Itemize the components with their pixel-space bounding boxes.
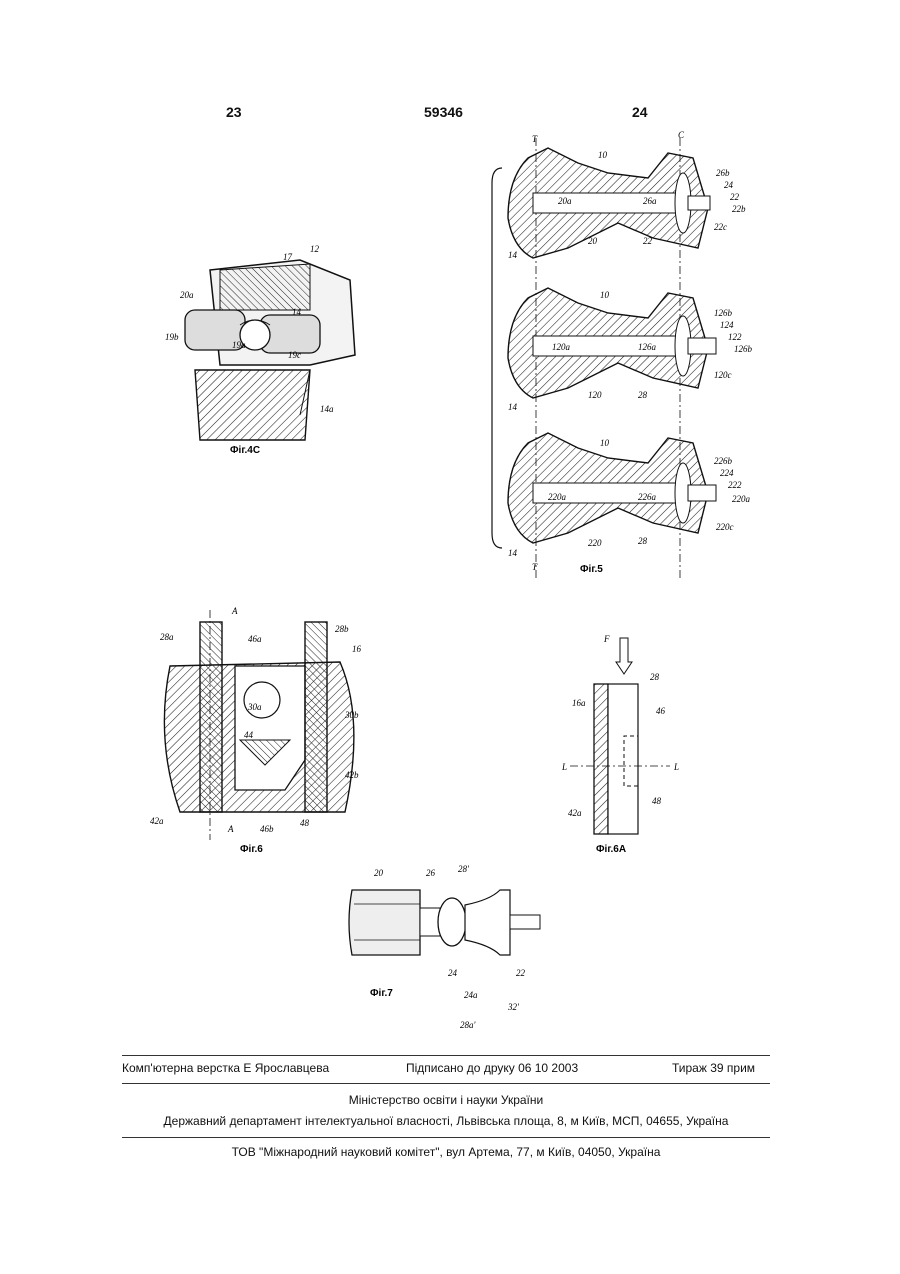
footer-rule-middle (122, 1083, 770, 1084)
fig7-label: 26 (426, 868, 436, 878)
figure-5: T C 10 26b 24 22 22b 22c 26a 20a 20 22 1… (488, 128, 778, 588)
fig5-label: 28 (638, 390, 648, 400)
footer-rule-top (122, 1055, 770, 1056)
fig5-label: T (532, 134, 538, 144)
fig6a-label: F (603, 634, 610, 644)
fig5-label: 20 (588, 236, 598, 246)
fig5-label: 14 (508, 402, 518, 412)
fig6a-label: 16a (572, 698, 586, 708)
fig5-label: 220a (732, 494, 751, 504)
fig4c-label: 19a (232, 340, 246, 350)
fig6-label: 42b (345, 770, 359, 780)
fig6-label: A (231, 606, 238, 616)
fig5-label: 14 (508, 548, 518, 558)
fig7-label: 32' (507, 1002, 520, 1012)
fig6-label: 16 (352, 644, 362, 654)
fig7-label: 22 (516, 968, 526, 978)
figure-6: A 28a 46a 28b 16 30a 44 30b 42b 42a A 46… (140, 600, 380, 860)
fig5-label: 122 (728, 332, 742, 342)
fig5-label: C (678, 130, 685, 140)
fig5-label: 226b (714, 456, 733, 466)
fig4c-label: 19b (165, 332, 179, 342)
fig6-label: 30a (247, 702, 262, 712)
fig4c-label: 17 (283, 252, 293, 262)
footer-department: Державний департамент інтелектуальної вл… (122, 1114, 770, 1128)
fig5-label: 20a (558, 196, 572, 206)
fig7-label: 20 (374, 868, 384, 878)
fig5-label: 10 (600, 290, 610, 300)
fig5-label: 120c (714, 370, 732, 380)
fig5-label: 220a (548, 492, 567, 502)
fig5-label: 26b (716, 168, 730, 178)
fig7-caption: Фіг.7 (370, 988, 393, 999)
fig5-label: 22 (643, 236, 653, 246)
fig5-label: 222 (728, 480, 742, 490)
fig5-label: 28 (638, 536, 648, 546)
fig7-label: 28a' (460, 1020, 477, 1030)
fig5-label: 126a (638, 342, 657, 352)
fig6a-label: L (561, 762, 567, 772)
fig5-label: T (532, 562, 538, 572)
page-number-right: 24 (632, 104, 648, 120)
fig6-caption: Фіг.6 (240, 844, 263, 855)
footer-ministry: Міністерство освіти і науки України (122, 1093, 770, 1107)
patent-number: 59346 (424, 104, 463, 120)
fig7-label: 28' (458, 864, 470, 874)
fig7-label: 24a (464, 990, 478, 1000)
page-number-left: 23 (226, 104, 242, 120)
fig5-label: 14 (508, 250, 518, 260)
fig7-label: 24 (448, 968, 458, 978)
footer-printer: ТОВ "Міжнародний науковий комітет", вул … (122, 1145, 770, 1159)
fig6-label: 46b (260, 824, 274, 834)
figure-4c: 17 12 20a 19b 19a 19c 14 14a Фіг.4С (160, 240, 380, 460)
fig5-label: 22 (730, 192, 740, 202)
footer-typesetter: Комп'ютерна верстка Е Ярославцева (122, 1061, 329, 1075)
fig5-label: 22c (714, 222, 727, 232)
fig5-label: 226a (638, 492, 657, 502)
fig6a-caption: Фіг.6A (596, 844, 626, 855)
fig6-label: 48 (300, 818, 310, 828)
fig5-label: 10 (600, 438, 610, 448)
fig6-label: 28a (160, 632, 174, 642)
fig4c-label: 14a (320, 404, 334, 414)
fig6a-label: 42a (568, 808, 582, 818)
fig4c-label: 14 (292, 307, 302, 317)
fig6-label: 44 (244, 730, 254, 740)
fig6-label: 46a (248, 634, 262, 644)
fig6-label: 42a (150, 816, 164, 826)
fig5-label: 124 (720, 320, 734, 330)
fig6a-label: 48 (652, 796, 662, 806)
fig5-label: 220 (588, 538, 602, 548)
footer-circulation: Тираж 39 прим (672, 1061, 755, 1075)
fig5-label: 10 (598, 150, 608, 160)
fig6-label: 28b (335, 624, 349, 634)
figure-7: 20 26 28' 24 22 24a 32' 28a' Фіг.7 (340, 860, 560, 1040)
fig5-caption: Фіг.5 (580, 564, 603, 575)
fig5-label: 24 (724, 180, 734, 190)
figure-6a: F 28 16a 46 L L 42a 48 Фіг.6A (560, 626, 690, 856)
fig4c-caption: Фіг.4С (230, 445, 260, 456)
fig6a-label: 46 (656, 706, 666, 716)
fig5-label: 126b (734, 344, 753, 354)
footer-signed: Підписано до друку 06 10 2003 (406, 1061, 578, 1075)
footer-rule-bottom (122, 1137, 770, 1138)
fig4c-label: 19c (288, 350, 301, 360)
fig5-label: 22b (732, 204, 746, 214)
fig6-label: 30b (344, 710, 359, 720)
fig6a-label: L (673, 762, 679, 772)
fig5-label: 120a (552, 342, 571, 352)
fig6-label: A (227, 824, 234, 834)
fig5-label: 224 (720, 468, 734, 478)
fig4c-label: 12 (310, 244, 320, 254)
fig5-label: 220c (716, 522, 734, 532)
fig4c-label: 20a (180, 290, 194, 300)
fig6a-label: 28 (650, 672, 660, 682)
fig5-label: 26a (643, 196, 657, 206)
fig5-label: 126b (714, 308, 733, 318)
fig5-label: 120 (588, 390, 602, 400)
